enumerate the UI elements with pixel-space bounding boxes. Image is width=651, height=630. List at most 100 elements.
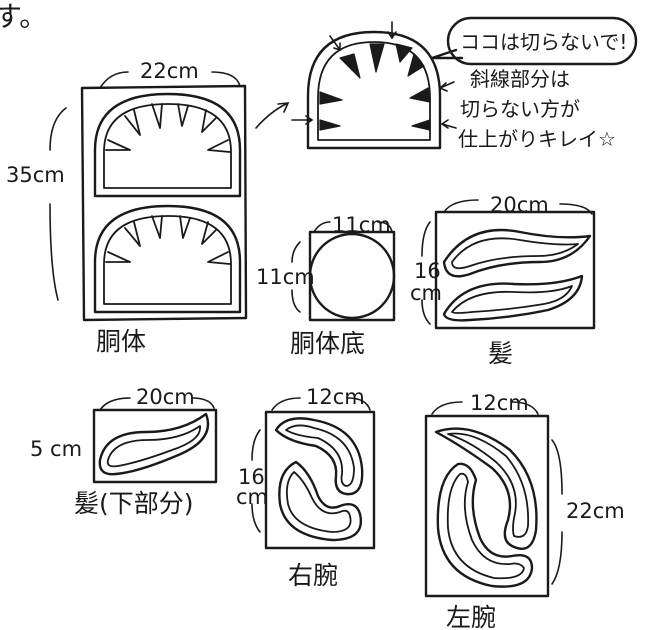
hair-width-dimension <box>443 199 593 215</box>
body-width-label: 22cm <box>140 59 199 83</box>
pointer-arrow <box>329 35 341 52</box>
left-arm-name: 左腕 <box>446 603 496 630</box>
detail-arrow <box>255 102 290 129</box>
hair-lower-name: 髪(下部分) <box>74 489 194 518</box>
body-outer-rectangle <box>80 84 248 322</box>
hatched-dart <box>369 43 385 73</box>
dart <box>124 221 141 247</box>
pointer-arrow <box>440 119 457 129</box>
dart <box>201 109 217 133</box>
dart <box>151 215 163 239</box>
hair-rectangle <box>434 210 596 330</box>
hatched-dart <box>395 43 413 63</box>
left-arm-upper-piece <box>434 427 538 550</box>
hatch-note-line-1: 斜線部分は <box>470 67 570 91</box>
body-height-dimension <box>49 107 67 301</box>
pointer-arrow <box>438 81 455 92</box>
right-arm-height-label-line-1: 16 <box>238 465 265 489</box>
body-bottom-name: 胴体底 <box>290 329 365 358</box>
hair-upper-piece-inner <box>451 237 579 270</box>
hair-pattern: 20cm 16 cm 髪 <box>410 193 596 368</box>
header-fragment: す。 <box>0 0 47 33</box>
body-upper-dome <box>93 92 242 198</box>
dart <box>207 139 231 153</box>
detail-dome-inner <box>317 41 431 141</box>
right-arm-upper-piece-inner <box>285 424 355 487</box>
hair-lower-piece <box>98 412 210 476</box>
right-arm-lower-piece-inner <box>285 471 352 533</box>
right-arm-upper-piece <box>274 417 364 496</box>
body-lower-dome <box>93 204 242 314</box>
hatched-dart <box>411 119 431 131</box>
right-arm-lower-piece <box>278 460 363 542</box>
body-name: 胴体 <box>96 327 146 356</box>
speech-bubble-tail <box>430 48 464 60</box>
dart <box>105 139 131 151</box>
body-bottom-width-label: 11cm <box>332 213 391 237</box>
dart <box>201 221 217 245</box>
right-arm-pattern: 12cm 16 cm 右腕 <box>236 385 376 590</box>
left-arm-height-dimension <box>551 439 563 585</box>
body-bottom-height-label: 11cm <box>256 265 315 289</box>
detail-dome-outer <box>306 30 442 150</box>
dart <box>207 251 231 265</box>
hatched-dart <box>339 53 361 79</box>
dart <box>124 109 141 136</box>
body-width-dimension <box>99 71 241 89</box>
hair-name: 髪 <box>488 339 513 368</box>
body-lower-dome-inner <box>103 215 232 305</box>
left-arm-width-dimension <box>431 401 539 415</box>
body-pattern: 22cm 35cm 胴体 <box>6 59 248 356</box>
dart <box>179 215 191 239</box>
left-arm-pattern: 12cm 22cm 左腕 <box>424 391 625 630</box>
dart <box>151 103 163 129</box>
right-arm-width-dimension <box>271 397 371 411</box>
hatch-note: 斜線部分は 切らない方が 仕上がりキレイ☆ <box>458 67 616 151</box>
left-arm-lower-piece <box>436 462 534 588</box>
hatched-dart <box>407 53 425 77</box>
dart <box>105 251 131 263</box>
hair-lower-height-label: 5 cm <box>30 437 82 461</box>
hatched-dart <box>319 119 341 131</box>
hatched-dart <box>409 87 431 103</box>
hair-lower-piece-inner <box>106 425 201 468</box>
dart <box>177 103 189 127</box>
left-arm-rectangle <box>424 414 550 598</box>
hair-lower-pattern: 20cm 5 cm 髪(下部分) <box>30 385 218 518</box>
hatch-note-line-2: 切らない方が <box>460 97 580 121</box>
pointer-arrow <box>387 21 397 40</box>
body-bottom-pattern: 11cm 11cm 胴体底 <box>256 213 396 358</box>
pointer-arrow <box>291 115 314 125</box>
detail-dome <box>291 21 457 150</box>
right-arm-height-dimension <box>251 429 261 533</box>
hair-height-dimension <box>421 221 431 325</box>
do-not-cut-note: ココは切らないで! <box>430 16 638 66</box>
hatch-note-line-3: 仕上がりキレイ☆ <box>458 127 616 151</box>
body-bottom-width-dimension <box>313 221 393 233</box>
hair-lower-rectangle <box>92 408 218 484</box>
right-arm-name: 右腕 <box>288 561 338 590</box>
left-arm-height-label: 22cm <box>566 499 625 523</box>
hair-lower-width-label: 20cm <box>136 385 195 409</box>
hair-lower-piece <box>442 274 584 322</box>
hair-height-label-line-2: cm <box>410 281 442 305</box>
hair-upper-piece <box>442 228 592 278</box>
body-upper-dome-inner <box>103 103 232 189</box>
hair-width-label: 20cm <box>490 193 549 217</box>
hair-height-label-line-1: 16 <box>414 259 441 283</box>
right-arm-width-label: 12cm <box>306 385 365 409</box>
speech-bubble <box>446 16 638 66</box>
left-arm-lower-piece-inner <box>446 472 525 580</box>
hair-lower-piece-inner <box>451 285 573 314</box>
right-arm-rectangle <box>264 410 376 550</box>
hair-lower-width-dimension <box>99 397 215 411</box>
body-height-label: 35cm <box>6 163 65 187</box>
speech-bubble-text: ココは切らないで! <box>460 30 627 54</box>
hatched-dart <box>319 91 343 105</box>
left-arm-width-label: 12cm <box>470 391 529 415</box>
right-arm-height-label-line-2: cm <box>236 485 268 509</box>
left-arm-upper-piece-inner <box>447 432 530 538</box>
body-bottom-circle <box>308 232 396 320</box>
body-bottom-height-dimension <box>291 241 301 313</box>
